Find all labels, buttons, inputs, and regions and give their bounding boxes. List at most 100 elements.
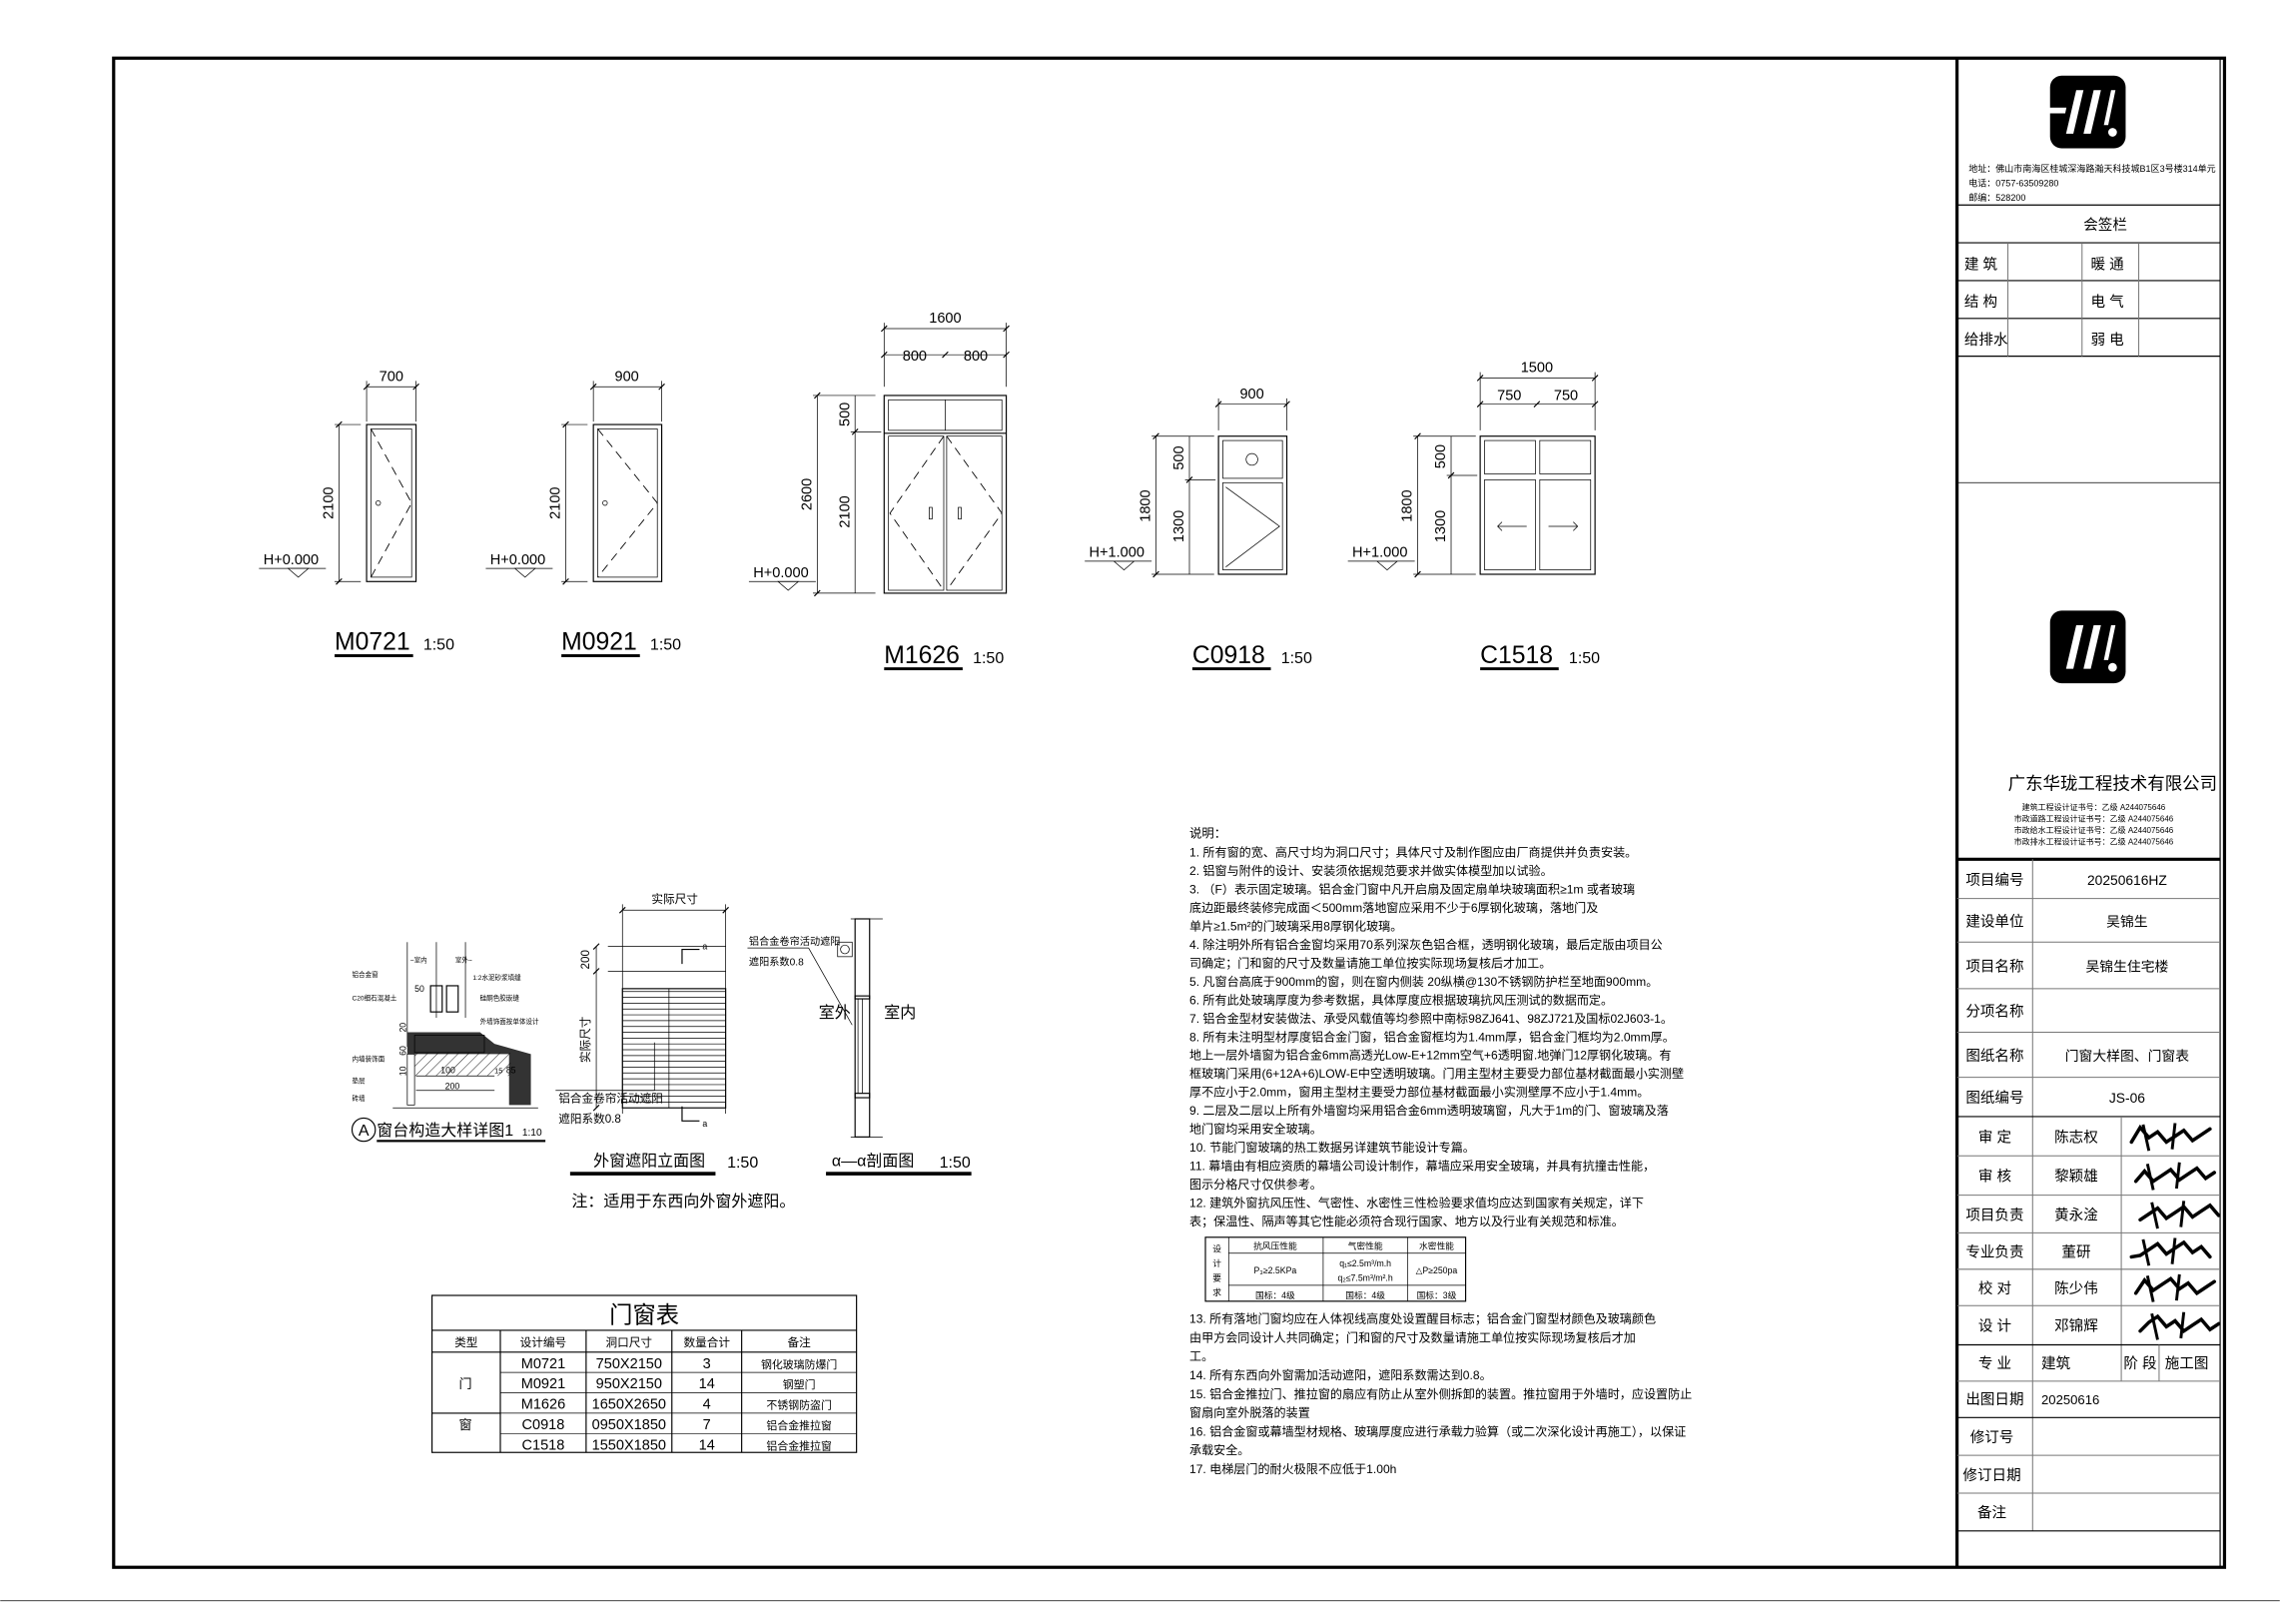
- schedule-cell: M0721: [521, 1356, 565, 1372]
- drawing-title: 外窗遮阳立面图: [593, 1152, 705, 1170]
- level-label: H+0.000: [264, 552, 319, 568]
- company-logo: [2044, 75, 2126, 149]
- label: 专业负责: [1965, 1243, 2023, 1260]
- label: 750: [1497, 388, 1521, 404]
- roller-box-icon: [837, 941, 853, 958]
- certificate-line: 市政排水工程设计证书号：乙级 A244075646: [2014, 837, 2174, 847]
- company-logo: [1930, 610, 2126, 684]
- label: 50: [414, 984, 424, 994]
- rect: [1222, 439, 1283, 479]
- line: [1003, 351, 1010, 359]
- schedule-title: 门窗表: [609, 1302, 679, 1328]
- label: 铝合金卷帘活动遮阳: [558, 1091, 663, 1105]
- width-dim: 900: [1239, 387, 1263, 403]
- signature: [2141, 1123, 2177, 1152]
- label: 750: [1554, 388, 1578, 404]
- label: 国标：3级: [1417, 1289, 1457, 1300]
- level-label: H+0.000: [490, 552, 545, 568]
- label: ~室内: [410, 956, 427, 965]
- label: △P≥250pa: [1416, 1265, 1458, 1275]
- drawing-scale: 1:50: [650, 637, 681, 654]
- label: 室外: [819, 1004, 851, 1022]
- door-handle-icon: [929, 506, 933, 520]
- label: 20: [397, 1023, 407, 1033]
- label: 国标：4级: [1345, 1289, 1385, 1300]
- label: 实际尺寸: [651, 892, 698, 906]
- rect: [888, 435, 945, 591]
- schedule-cell: 铝合金推拉窗: [766, 1438, 832, 1452]
- note-line: 承载安全。: [1189, 1442, 1249, 1457]
- schedule-cell: C0918: [522, 1417, 565, 1433]
- width-dim: 1600: [929, 311, 961, 327]
- drawing-scale: 1:50: [423, 637, 454, 654]
- label: 阶 段: [2123, 1355, 2156, 1372]
- company-postcode: 邮编：528200: [1968, 192, 2025, 203]
- label: 垫层: [353, 1076, 367, 1085]
- note-line: 17. 电梯层门的耐火极限不应低于1.00h: [1189, 1461, 1396, 1476]
- label: 审 定: [1978, 1129, 2011, 1146]
- note-line: 10. 节能门窗玻璃的热工数据另详建筑节能设计专篇。: [1189, 1140, 1475, 1155]
- drawing-note: 注：适用于东西向外窗外遮阳。: [571, 1193, 795, 1211]
- opening-line: [1225, 486, 1280, 568]
- note-line: 地门窗均采用安全玻璃。: [1189, 1122, 1322, 1137]
- title-underline: [1191, 667, 1271, 671]
- certificate-line: 建筑工程设计证书号：乙级 A244075646: [2022, 802, 2166, 812]
- label: 建筑: [2041, 1355, 2071, 1372]
- label: 校 对: [1978, 1280, 2011, 1297]
- signature: [2150, 1201, 2186, 1229]
- line: [592, 943, 600, 950]
- signature: [2145, 1273, 2181, 1302]
- label: 计: [1212, 1257, 1221, 1268]
- label: 图纸名称: [1965, 1048, 2023, 1065]
- roller-icon: [840, 944, 850, 955]
- width-dim: 900: [615, 369, 639, 385]
- project-value: JS-06: [2109, 1090, 2145, 1106]
- label: 1:50: [727, 1155, 758, 1172]
- note-line: 地上一层外墙窗为铝合金6mm高透光Low-E+12mm空气+6透明窗.地弹门12…: [1189, 1048, 1672, 1063]
- label: 给排水: [1964, 332, 2008, 349]
- label: 10: [397, 1066, 407, 1076]
- label: 200: [579, 950, 592, 970]
- schedule-cell: 950X2150: [596, 1376, 662, 1392]
- note-line: 7. 铝合金型材安装做法、承受风载值等均参照中南标98ZJ641、98ZJ721…: [1189, 1011, 1673, 1026]
- label: 窗: [459, 1416, 472, 1432]
- schedule-header: 洞口尺寸: [606, 1335, 653, 1349]
- drawing-title: α—α剖面图: [832, 1152, 915, 1170]
- signer-name: 黎颖雄: [2054, 1169, 2098, 1186]
- rect: [592, 423, 663, 582]
- label: 60: [397, 1046, 407, 1056]
- line: [1591, 401, 1599, 408]
- label: 施工图: [2165, 1355, 2209, 1372]
- signature: [2150, 1311, 2186, 1340]
- project-value: 吴锦生: [2106, 913, 2148, 929]
- line: [1533, 401, 1541, 408]
- label: 内墙装饰面: [353, 1055, 385, 1064]
- section-mark: [681, 1106, 700, 1122]
- label: 硅酮色胶嵌缝: [480, 994, 520, 1003]
- note-line: 12. 建筑外窗抗风压性、气密性、水密性三性检验要求值均应达到国家有关规定，详下: [1189, 1196, 1644, 1211]
- company-phone: 电话：0757-63509280: [1968, 177, 2058, 188]
- detail-scale: 1:10: [522, 1128, 542, 1139]
- note-line: 14. 所有东西向外窗需加活动遮阳，遮阳系数需达到0.8。: [1189, 1367, 1492, 1382]
- title-underline: [561, 654, 640, 657]
- project-value: 20250616HZ: [2087, 872, 2167, 888]
- note-line: 单片≥1.5m²的门玻璃采用8厚钢化玻璃。: [1189, 918, 1402, 933]
- label: 200: [445, 1081, 460, 1091]
- drawing-code: M0721: [335, 629, 410, 656]
- level-marker-icon: [1375, 560, 1399, 571]
- width-dim: 1500: [1521, 361, 1553, 377]
- note-line: 窗扇向室外脱落的装置: [1189, 1405, 1310, 1420]
- label: 20250616: [2041, 1392, 2099, 1407]
- note-line: 15. 铝合金推拉门、推拉窗的扇应有防止从室外侧拆卸的装置。推拉窗用于外墙时，应…: [1189, 1386, 1692, 1401]
- schedule-cell: C1518: [522, 1437, 565, 1453]
- label: 1300: [1433, 510, 1449, 542]
- label: 1300: [1171, 510, 1187, 542]
- project-value: 门窗大样图、门窗表: [2065, 1048, 2190, 1064]
- label: 外墙饰面按单体设计: [480, 1017, 539, 1026]
- signer-name: 董研: [2061, 1243, 2090, 1260]
- label: 500: [1171, 445, 1187, 469]
- rect: [1539, 479, 1592, 570]
- level-marker-icon: [1113, 560, 1136, 571]
- level-marker-icon: [777, 580, 800, 591]
